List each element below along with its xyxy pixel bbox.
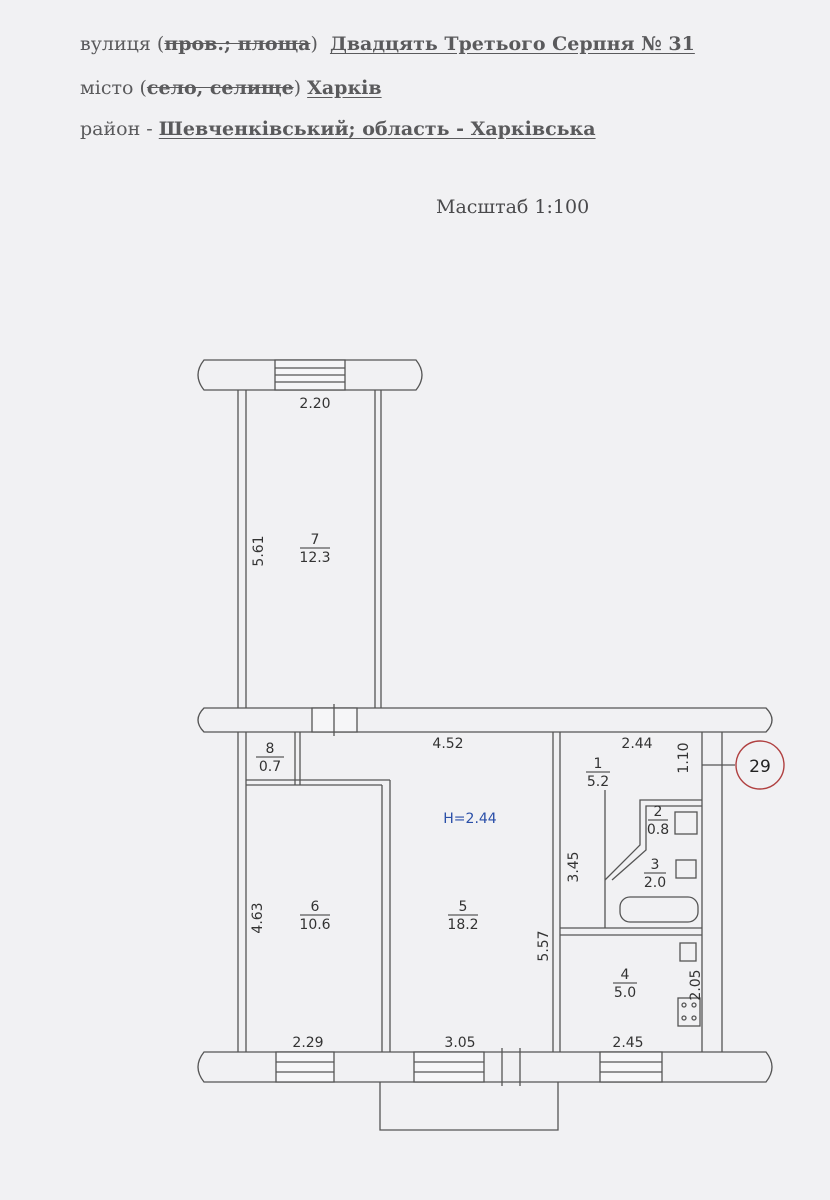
dimension-label: 4.63: [250, 902, 266, 933]
dimension-label: 5.57: [536, 930, 552, 961]
dimension-label: 2.45: [612, 1035, 643, 1051]
room-number: 2: [654, 804, 663, 820]
city-struck-options: село, селище: [146, 77, 294, 99]
dimension-label: 1.10: [676, 742, 692, 773]
room-number: 7: [311, 532, 320, 548]
building-number: 29: [749, 757, 771, 777]
room-area: 2.0: [644, 875, 666, 891]
room-number: 6: [311, 899, 320, 915]
room-number: 8: [266, 741, 275, 757]
address-street-line: вулиця (пров.; площа) Двадцять Третього …: [80, 33, 695, 55]
room-area: 5.0: [614, 985, 636, 1001]
dimension-label: 3.45: [566, 851, 582, 882]
street-struck-options: пров.; площа: [164, 33, 311, 55]
dimension-label: 5.61: [251, 535, 267, 566]
street-label-close: ): [310, 33, 318, 55]
dimension-label: 2.44: [621, 736, 652, 752]
building-number-circle: [735, 740, 785, 790]
dimension-label: 3.05: [444, 1035, 475, 1051]
scale-label: Масштаб 1:100: [436, 196, 590, 218]
room-number: 5: [459, 899, 468, 915]
dimension-label: 2.05: [688, 969, 704, 1000]
dimension-label: 2.29: [292, 1035, 323, 1051]
room-number: 3: [651, 857, 660, 873]
district-value: Шевченківський; область - Харківська: [158, 118, 596, 140]
city-label-close: ): [293, 77, 302, 99]
ceiling-height-label: H=2.44: [443, 811, 497, 827]
city-label: місто (: [80, 77, 147, 99]
room-number: 1: [594, 756, 603, 772]
room-area: 12.3: [299, 550, 330, 566]
address-district-line: район - Шевченківський; область - Харків…: [80, 118, 596, 140]
dimension-label: 2.20: [299, 396, 330, 412]
room-area: 18.2: [447, 917, 478, 933]
room-area: 0.8: [647, 822, 669, 838]
dimension-label: 4.52: [432, 736, 463, 752]
street-value: Двадцять Третього Серпня № 31: [329, 33, 695, 55]
room-area: 10.6: [299, 917, 330, 933]
room-area: 5.2: [587, 774, 609, 790]
city-value: Харків: [307, 77, 382, 99]
room-area: 0.7: [259, 759, 281, 775]
room-number: 4: [621, 967, 630, 983]
street-label: вулиця (: [80, 33, 165, 55]
district-label: район -: [80, 118, 159, 140]
address-city-line: місто (село, селище) Харків: [80, 77, 382, 99]
